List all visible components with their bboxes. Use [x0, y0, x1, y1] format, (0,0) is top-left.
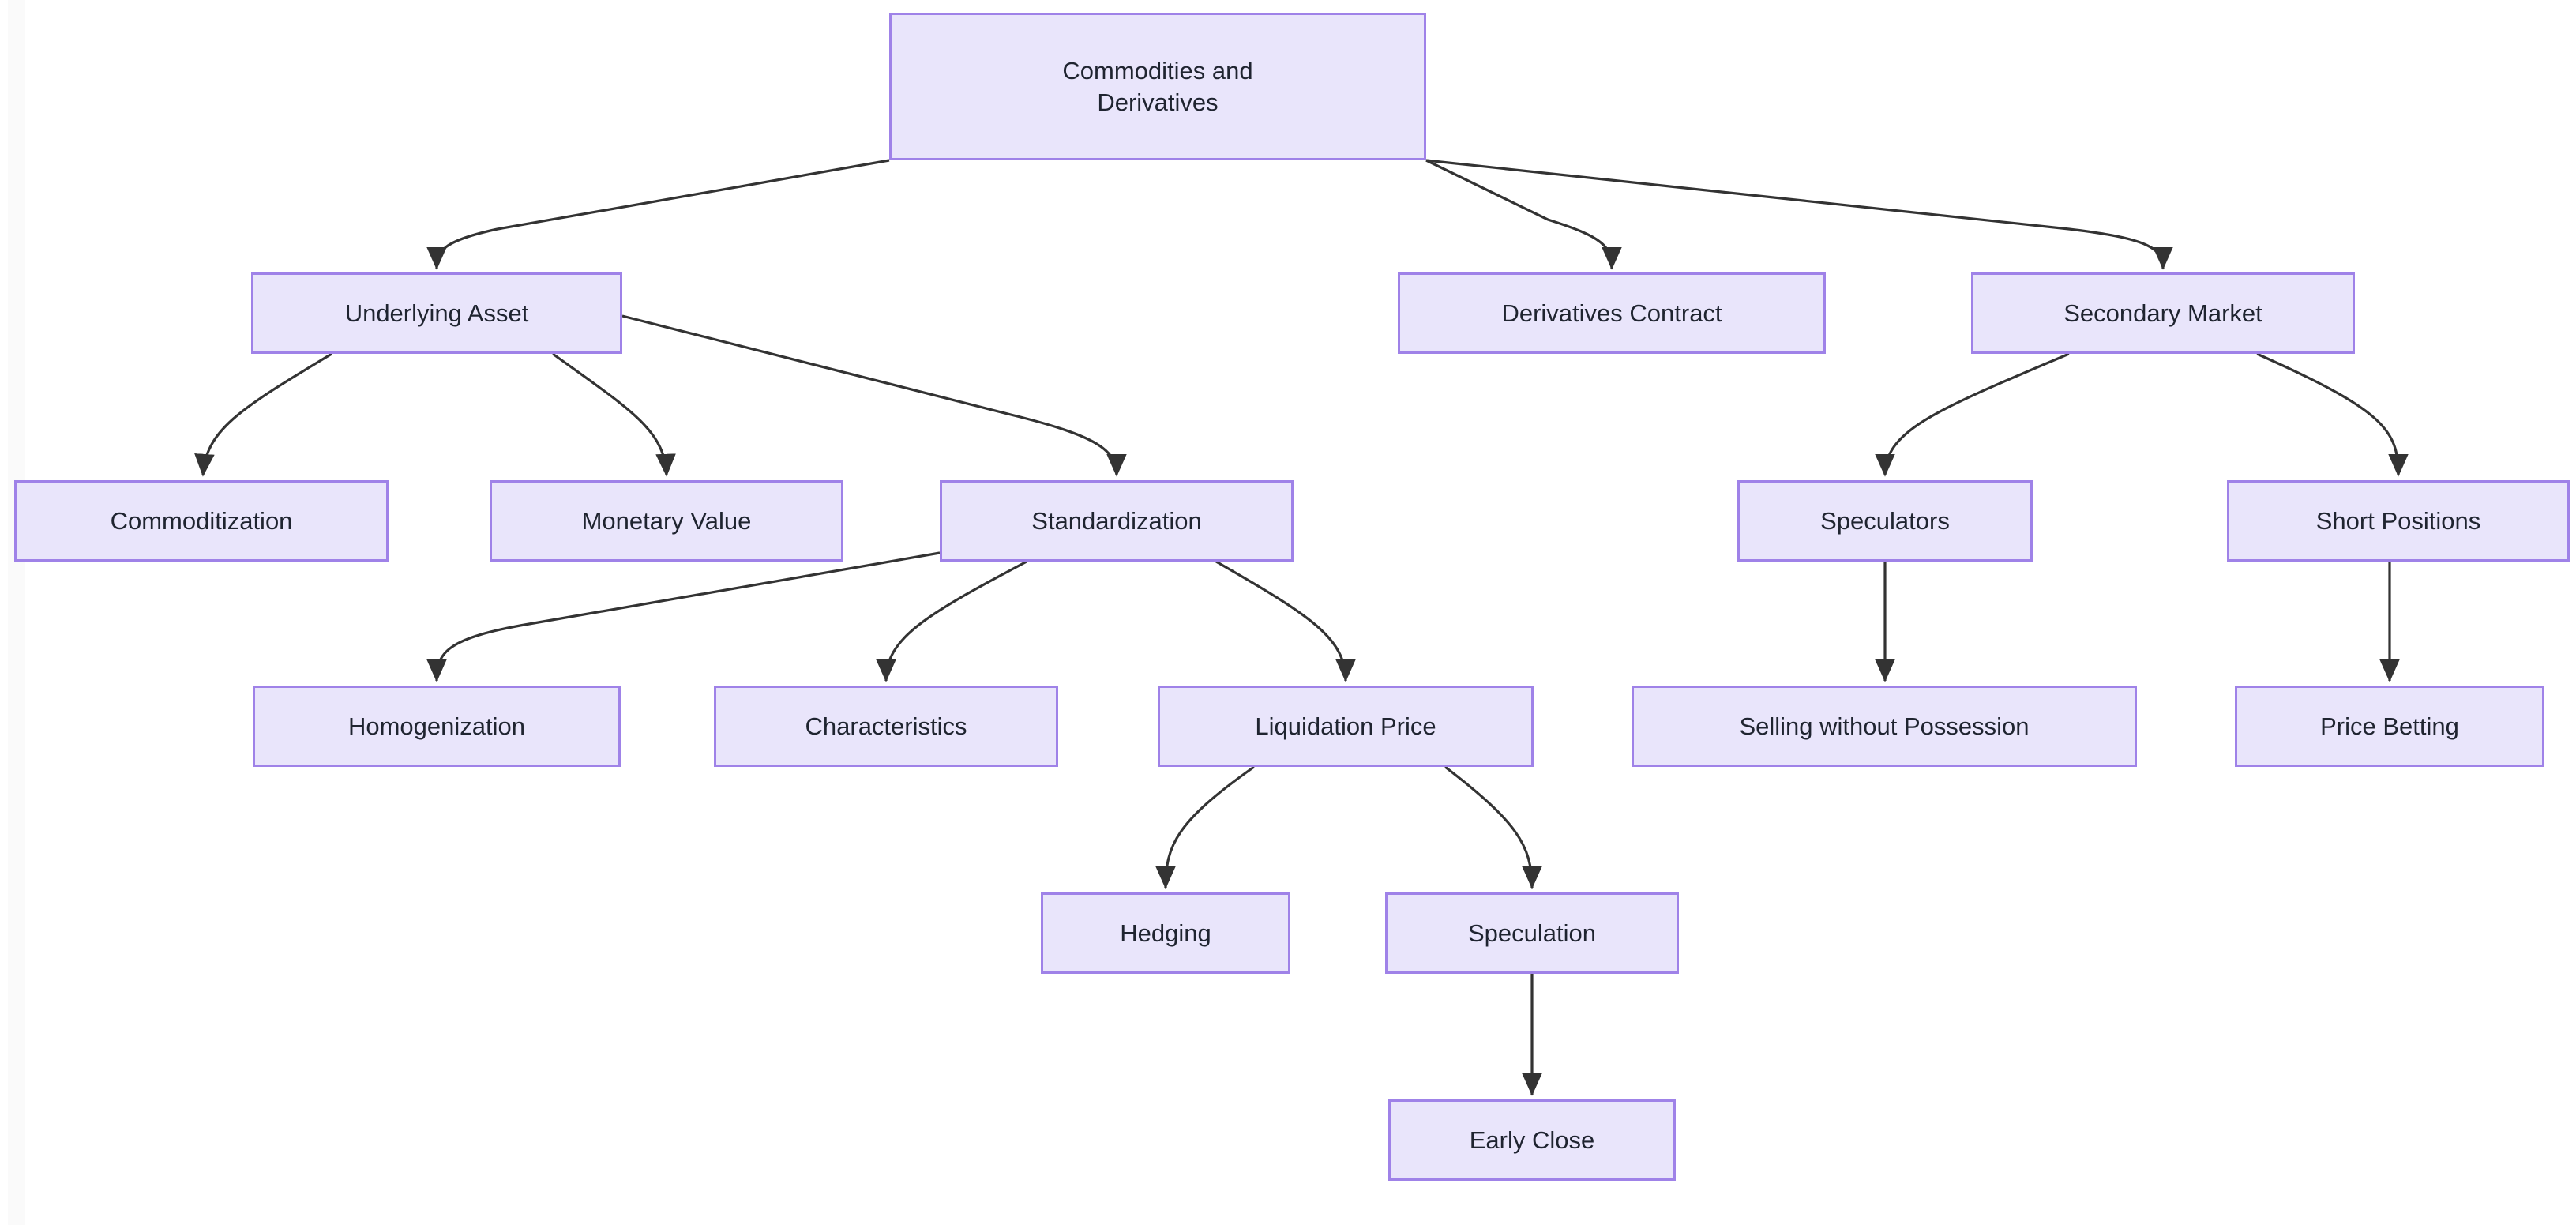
edge-standardization-to-characteristics: [876, 560, 1027, 682]
node-price-betting[interactable]: Price Betting: [2235, 686, 2544, 767]
node-secondary-market[interactable]: Secondary Market: [1971, 272, 2355, 354]
node-label: Commoditization: [110, 506, 293, 535]
edge-liquidation-price-to-speculation: [1444, 765, 1542, 889]
edge-standardization-to-homogenization: [426, 551, 941, 682]
edge-commodities-to-secondary-market: [1425, 159, 2173, 270]
node-label: Underlying Asset: [344, 299, 529, 327]
edge-secondary-market-to-short-positions: [2256, 352, 2409, 477]
edge-liquidation-price-to-hedging: [1155, 765, 1255, 889]
node-label: Secondary Market: [2063, 299, 2262, 327]
node-label: Characteristics: [805, 712, 967, 740]
node-speculators[interactable]: Speculators: [1737, 480, 2033, 562]
node-label: Hedging: [1120, 919, 1211, 947]
node-standardization[interactable]: Standardization: [940, 480, 1294, 562]
node-commoditization[interactable]: Commoditization: [14, 480, 389, 562]
edge-commodities-to-derivatives-contract: [1425, 159, 1622, 270]
node-commodities-and-derivatives[interactable]: Commodities and Derivatives: [889, 13, 1426, 160]
canvas-left-margin-band: [8, 0, 25, 1225]
node-short-positions[interactable]: Short Positions: [2227, 480, 2570, 562]
node-label: Selling without Possession: [1739, 712, 2030, 740]
edge-commodities-to-underlying-asset: [426, 159, 890, 270]
node-label: Monetary Value: [581, 506, 752, 535]
edge-underlying-asset-to-monetary-value: [552, 352, 676, 477]
node-label: Standardization: [1031, 506, 1202, 535]
node-label: Speculation: [1467, 919, 1596, 947]
edge-secondary-market-to-speculators: [1875, 352, 2070, 477]
node-label: Liquidation Price: [1255, 712, 1436, 740]
node-label: Derivatives Contract: [1501, 299, 1722, 327]
node-hedging[interactable]: Hedging: [1041, 892, 1290, 974]
node-speculation[interactable]: Speculation: [1385, 892, 1679, 974]
node-homogenization[interactable]: Homogenization: [253, 686, 621, 767]
node-underlying-asset[interactable]: Underlying Asset: [251, 272, 622, 354]
node-selling-without-possession[interactable]: Selling without Possession: [1632, 686, 2137, 767]
node-derivatives-contract[interactable]: Derivatives Contract: [1398, 272, 1826, 354]
edge-underlying-asset-to-standardization: [621, 314, 1127, 477]
node-liquidation-price[interactable]: Liquidation Price: [1158, 686, 1534, 767]
node-label: Speculators: [1820, 506, 1950, 535]
node-early-close[interactable]: Early Close: [1388, 1099, 1676, 1181]
edge-standardization-to-liquidation-price: [1215, 560, 1356, 682]
node-characteristics[interactable]: Characteristics: [714, 686, 1058, 767]
node-label: Price Betting: [2320, 712, 2459, 740]
node-label: Short Positions: [2315, 506, 2481, 535]
edge-underlying-asset-to-commoditization: [194, 352, 332, 477]
node-label: Early Close: [1469, 1125, 1595, 1154]
node-label: Homogenization: [347, 712, 526, 740]
node-label: Commodities and Derivatives: [1062, 56, 1253, 116]
node-monetary-value[interactable]: Monetary Value: [490, 480, 843, 562]
